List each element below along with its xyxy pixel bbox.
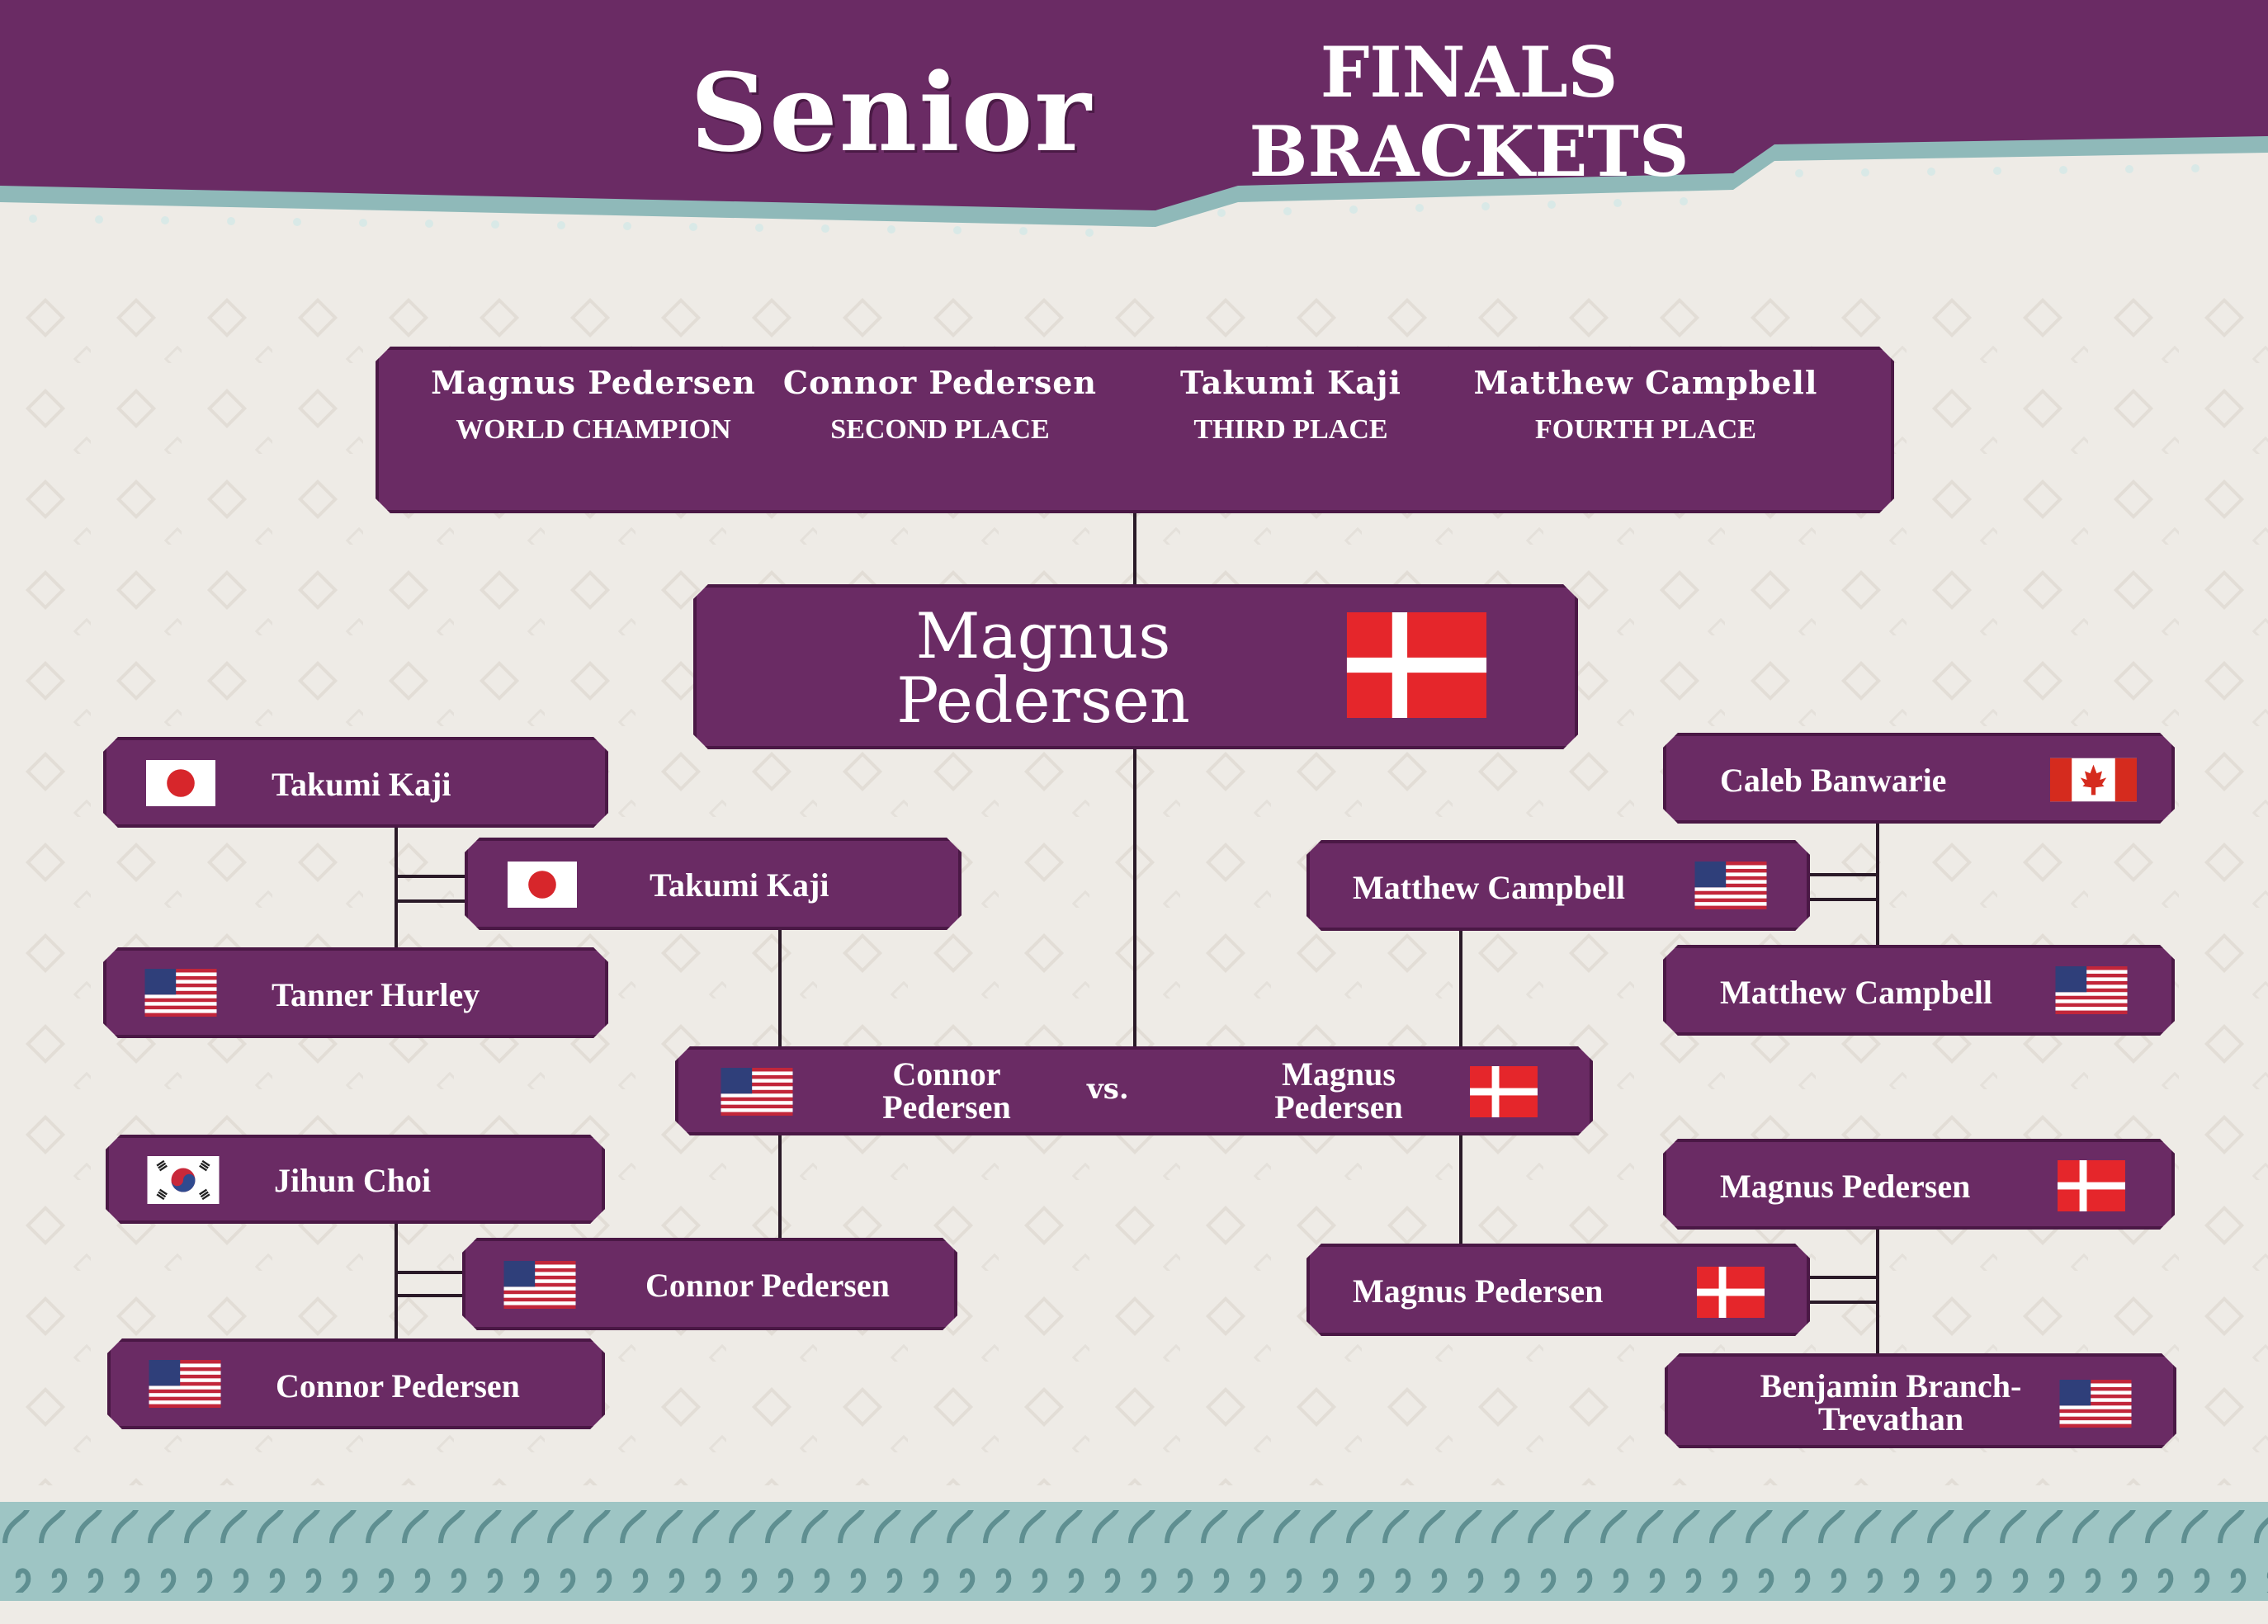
final-right-player: Magnus Pedersen (1274, 1055, 1403, 1126)
denmark-flag-icon (1462, 1066, 1545, 1117)
player-name: Magnus Pedersen (1720, 1168, 1971, 1205)
podium-place: SECOND PLACE (830, 414, 1050, 445)
left-bottom-entry-1: Jihun Choi (106, 1135, 605, 1224)
usa-flag-icon (139, 969, 222, 1017)
podium-second: Connor Pedersen SECOND PLACE (767, 366, 1113, 446)
title-finals: FINALS (1320, 31, 1618, 113)
podium-place: THIRD PLACE (1193, 414, 1388, 445)
player-name: Tanner Hurley (272, 976, 480, 1013)
player-name: Magnus Pedersen (1353, 1272, 1604, 1310)
player-name: Connor Pedersen (645, 1267, 890, 1304)
usa-flag-icon (498, 1261, 581, 1309)
podium-first: Magnus Pedersen WORLD CHAMPION (420, 366, 767, 446)
left-bottom-winner: Connor Pedersen (462, 1238, 957, 1330)
final-match-box: Connor Pedersen vs. Magnus Pedersen (675, 1046, 1593, 1135)
denmark-flag-icon (1689, 1267, 1772, 1318)
usa-flag-icon (716, 1068, 798, 1116)
podium-third: Takumi Kaji THIRD PLACE (1117, 366, 1464, 446)
player-name: Matthew Campbell (1353, 869, 1625, 906)
usa-flag-icon (144, 1360, 226, 1408)
usa-flag-icon (1689, 862, 1772, 909)
title-brackets: BRACKETS (1249, 111, 1689, 192)
podium-results: Magnus Pedersen WORLD CHAMPION Connor Pe… (376, 347, 1894, 513)
player-name: Takumi Kaji (650, 866, 829, 904)
canada-flag-icon (2050, 756, 2137, 804)
champion-box: Magnus Pedersen (693, 584, 1578, 749)
japan-flag-icon (501, 862, 584, 908)
left-bottom-entry-2: Connor Pedersen (107, 1338, 605, 1429)
player-name: Benjamin Branch-Trevathan (1760, 1367, 2022, 1438)
podium-name: Magnus Pedersen (431, 364, 756, 401)
japan-flag-icon (139, 760, 222, 806)
left-top-entry-2: Tanner Hurley (103, 947, 608, 1038)
podium-fourth: Matthew Campbell FOURTH PLACE (1472, 366, 1819, 446)
final-left-player: Connor Pedersen (882, 1055, 1011, 1126)
left-top-entry-1: Takumi Kaji (103, 737, 608, 828)
footer-wave-border (0, 1502, 2268, 1624)
usa-flag-icon (2054, 1380, 2137, 1428)
denmark-flag-icon (2050, 1160, 2133, 1211)
right-bottom-entry-1: Magnus Pedersen (1663, 1139, 2175, 1230)
player-name: Jihun Choi (274, 1162, 432, 1199)
right-top-entry-1: Caleb Banwarie (1663, 733, 2175, 824)
right-bottom-winner: Magnus Pedersen (1306, 1244, 1810, 1336)
vs-label: vs. (1087, 1073, 1129, 1106)
right-top-winner: Matthew Campbell (1306, 840, 1810, 931)
player-name: Caleb Banwarie (1720, 762, 1947, 799)
player-name: Matthew Campbell (1720, 974, 1992, 1011)
player-name: Takumi Kaji (272, 766, 451, 803)
podium-name: Connor Pedersen (782, 364, 1098, 401)
podium-place: WORLD CHAMPION (456, 414, 731, 445)
podium-name: Takumi Kaji (1180, 364, 1401, 401)
title-senior: Senior (690, 50, 1093, 176)
champion-name: Magnus Pedersen (896, 599, 1190, 737)
header-banner (0, 0, 2268, 237)
usa-flag-icon (2050, 966, 2133, 1014)
player-name: Connor Pedersen (276, 1367, 520, 1404)
denmark-flag-icon (1332, 612, 1501, 718)
right-bottom-entry-2: Benjamin Branch-Trevathan (1665, 1353, 2176, 1448)
left-top-winner: Takumi Kaji (465, 838, 962, 930)
podium-name: Matthew Campbell (1473, 364, 1818, 401)
right-top-entry-2: Matthew Campbell (1663, 945, 2175, 1036)
title-finals-brackets: FINALS BRACKETS (1238, 33, 1700, 191)
korea-flag-icon (142, 1156, 224, 1204)
podium-place: FOURTH PLACE (1535, 414, 1756, 445)
